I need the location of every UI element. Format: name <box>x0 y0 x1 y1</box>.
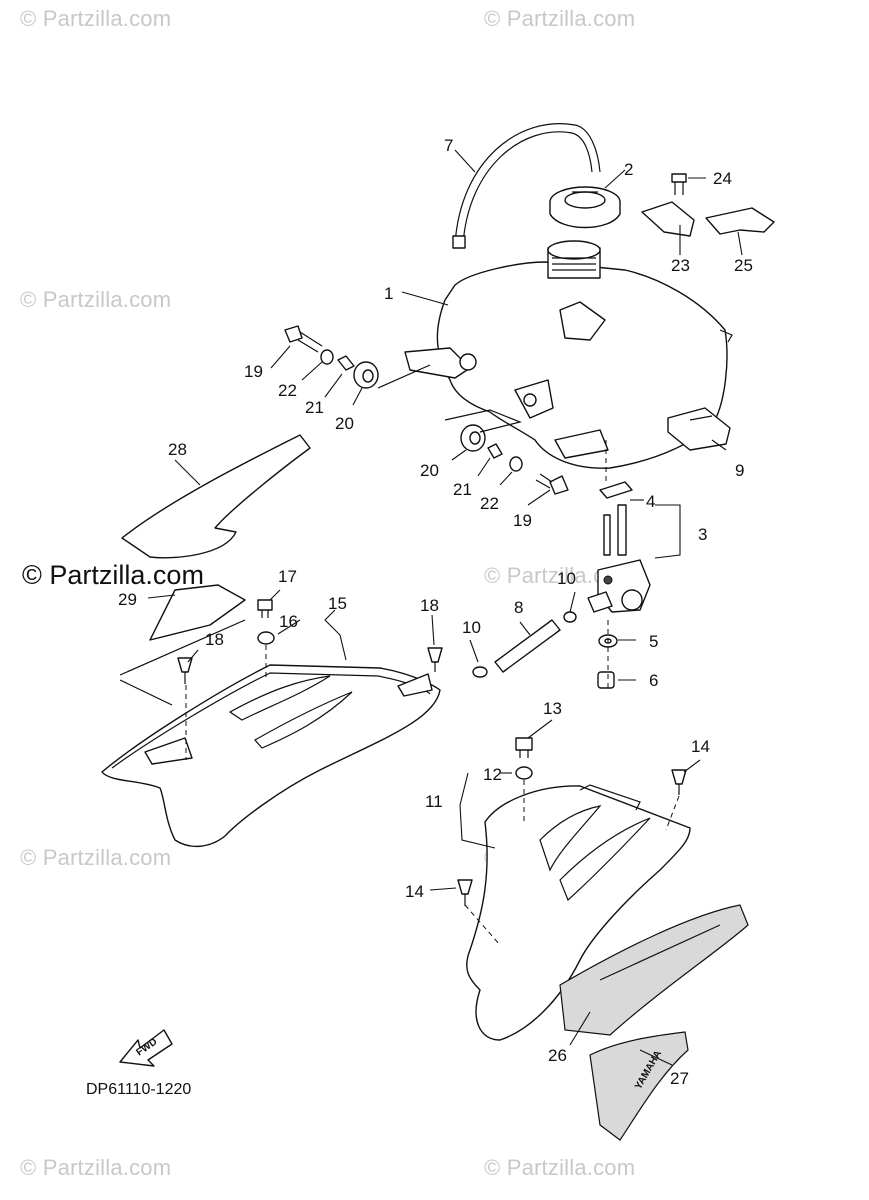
callout-24: 24 <box>713 169 732 188</box>
callout-14a: 14 <box>691 737 710 756</box>
right-shroud <box>466 784 691 1041</box>
callout-29: 29 <box>118 590 137 609</box>
bolt-19-lower <box>535 473 569 495</box>
washer-22-lower <box>509 456 523 472</box>
fuel-hose <box>494 619 561 673</box>
callout-28: 28 <box>168 440 187 459</box>
callout-26: 26 <box>548 1046 567 1065</box>
callout-15: 15 <box>328 594 347 613</box>
screw-6 <box>597 671 615 689</box>
callout-19a: 19 <box>244 362 263 381</box>
breather-hose <box>452 123 601 249</box>
collar-21-upper <box>337 355 355 371</box>
bolt-19-upper <box>284 325 323 353</box>
callout-5: 5 <box>649 632 658 651</box>
clip-10-lower <box>472 666 488 678</box>
callout-16: 16 <box>279 612 298 631</box>
damper-20-upper <box>353 361 379 389</box>
callout-25: 25 <box>734 256 753 275</box>
callout-6: 6 <box>649 671 658 690</box>
callout-12: 12 <box>483 765 502 784</box>
callout-9: 9 <box>735 461 744 480</box>
watermark: © Partzilla.com <box>20 845 172 870</box>
callout-18b: 18 <box>420 596 439 615</box>
decal-28 <box>121 434 311 559</box>
watermark: © Partzilla.com <box>20 1155 172 1180</box>
leader-lines <box>147 149 743 1066</box>
callout-2: 2 <box>624 160 633 179</box>
callout-4: 4 <box>646 492 655 511</box>
bolt-17 <box>257 599 273 618</box>
rivet-18-right <box>427 647 443 672</box>
decal-29 <box>149 584 246 641</box>
callout-7: 7 <box>444 136 453 155</box>
fuel-cap <box>549 186 621 229</box>
damper-20-lower <box>460 424 486 452</box>
callout-21b: 21 <box>453 480 472 499</box>
callout-10a: 10 <box>557 569 576 588</box>
watermark: © Partzilla.com <box>484 6 636 31</box>
grommet-16 <box>257 631 275 645</box>
callout-17: 17 <box>278 567 297 586</box>
brand-watermark: © Partzilla.com <box>22 560 204 590</box>
diagram-code: DP61110-1220 <box>86 1081 192 1098</box>
callout-19b: 19 <box>513 511 532 530</box>
clip-25 <box>705 207 775 235</box>
callout-13: 13 <box>543 699 562 718</box>
callout-3: 3 <box>698 525 707 544</box>
left-shroud <box>101 664 441 847</box>
clip-10-upper <box>563 611 577 623</box>
callout-14b: 14 <box>405 882 424 901</box>
fuel-cock <box>587 481 651 613</box>
callout-8: 8 <box>514 598 523 617</box>
bolt-13 <box>515 737 533 758</box>
callout-20a: 20 <box>335 414 354 433</box>
callout-1: 1 <box>384 284 393 303</box>
callout-11: 11 <box>425 792 443 811</box>
callout-21a: 21 <box>305 398 324 417</box>
clip-23 <box>641 201 695 237</box>
callout-27: 27 <box>670 1069 689 1088</box>
callout-22a: 22 <box>278 381 297 400</box>
watermark: © Partzilla.com <box>484 1155 636 1180</box>
watermark: © Partzilla.com <box>20 287 172 312</box>
rivet-14-lower <box>457 879 473 906</box>
fwd-arrow-icon: FWD <box>119 1029 173 1067</box>
callout-10b: 10 <box>462 618 481 637</box>
grommet-12 <box>515 766 533 780</box>
rivet-18-left <box>177 657 193 684</box>
washer-22-upper <box>320 349 334 365</box>
rivet-14-upper <box>671 769 687 795</box>
callouts: 7 2 24 23 25 1 19 22 21 20 20 21 22 19 9… <box>118 136 753 1088</box>
callout-20b: 20 <box>420 461 439 480</box>
decal-26 <box>559 904 749 1036</box>
callout-22b: 22 <box>480 494 499 513</box>
callout-18a: 18 <box>205 630 224 649</box>
bracket-9 <box>667 407 731 451</box>
screw-24 <box>671 173 687 195</box>
fuel-tank <box>404 240 733 485</box>
watermark: © Partzilla.com <box>20 6 172 31</box>
callout-23: 23 <box>671 256 690 275</box>
collar-21-lower <box>487 443 503 459</box>
